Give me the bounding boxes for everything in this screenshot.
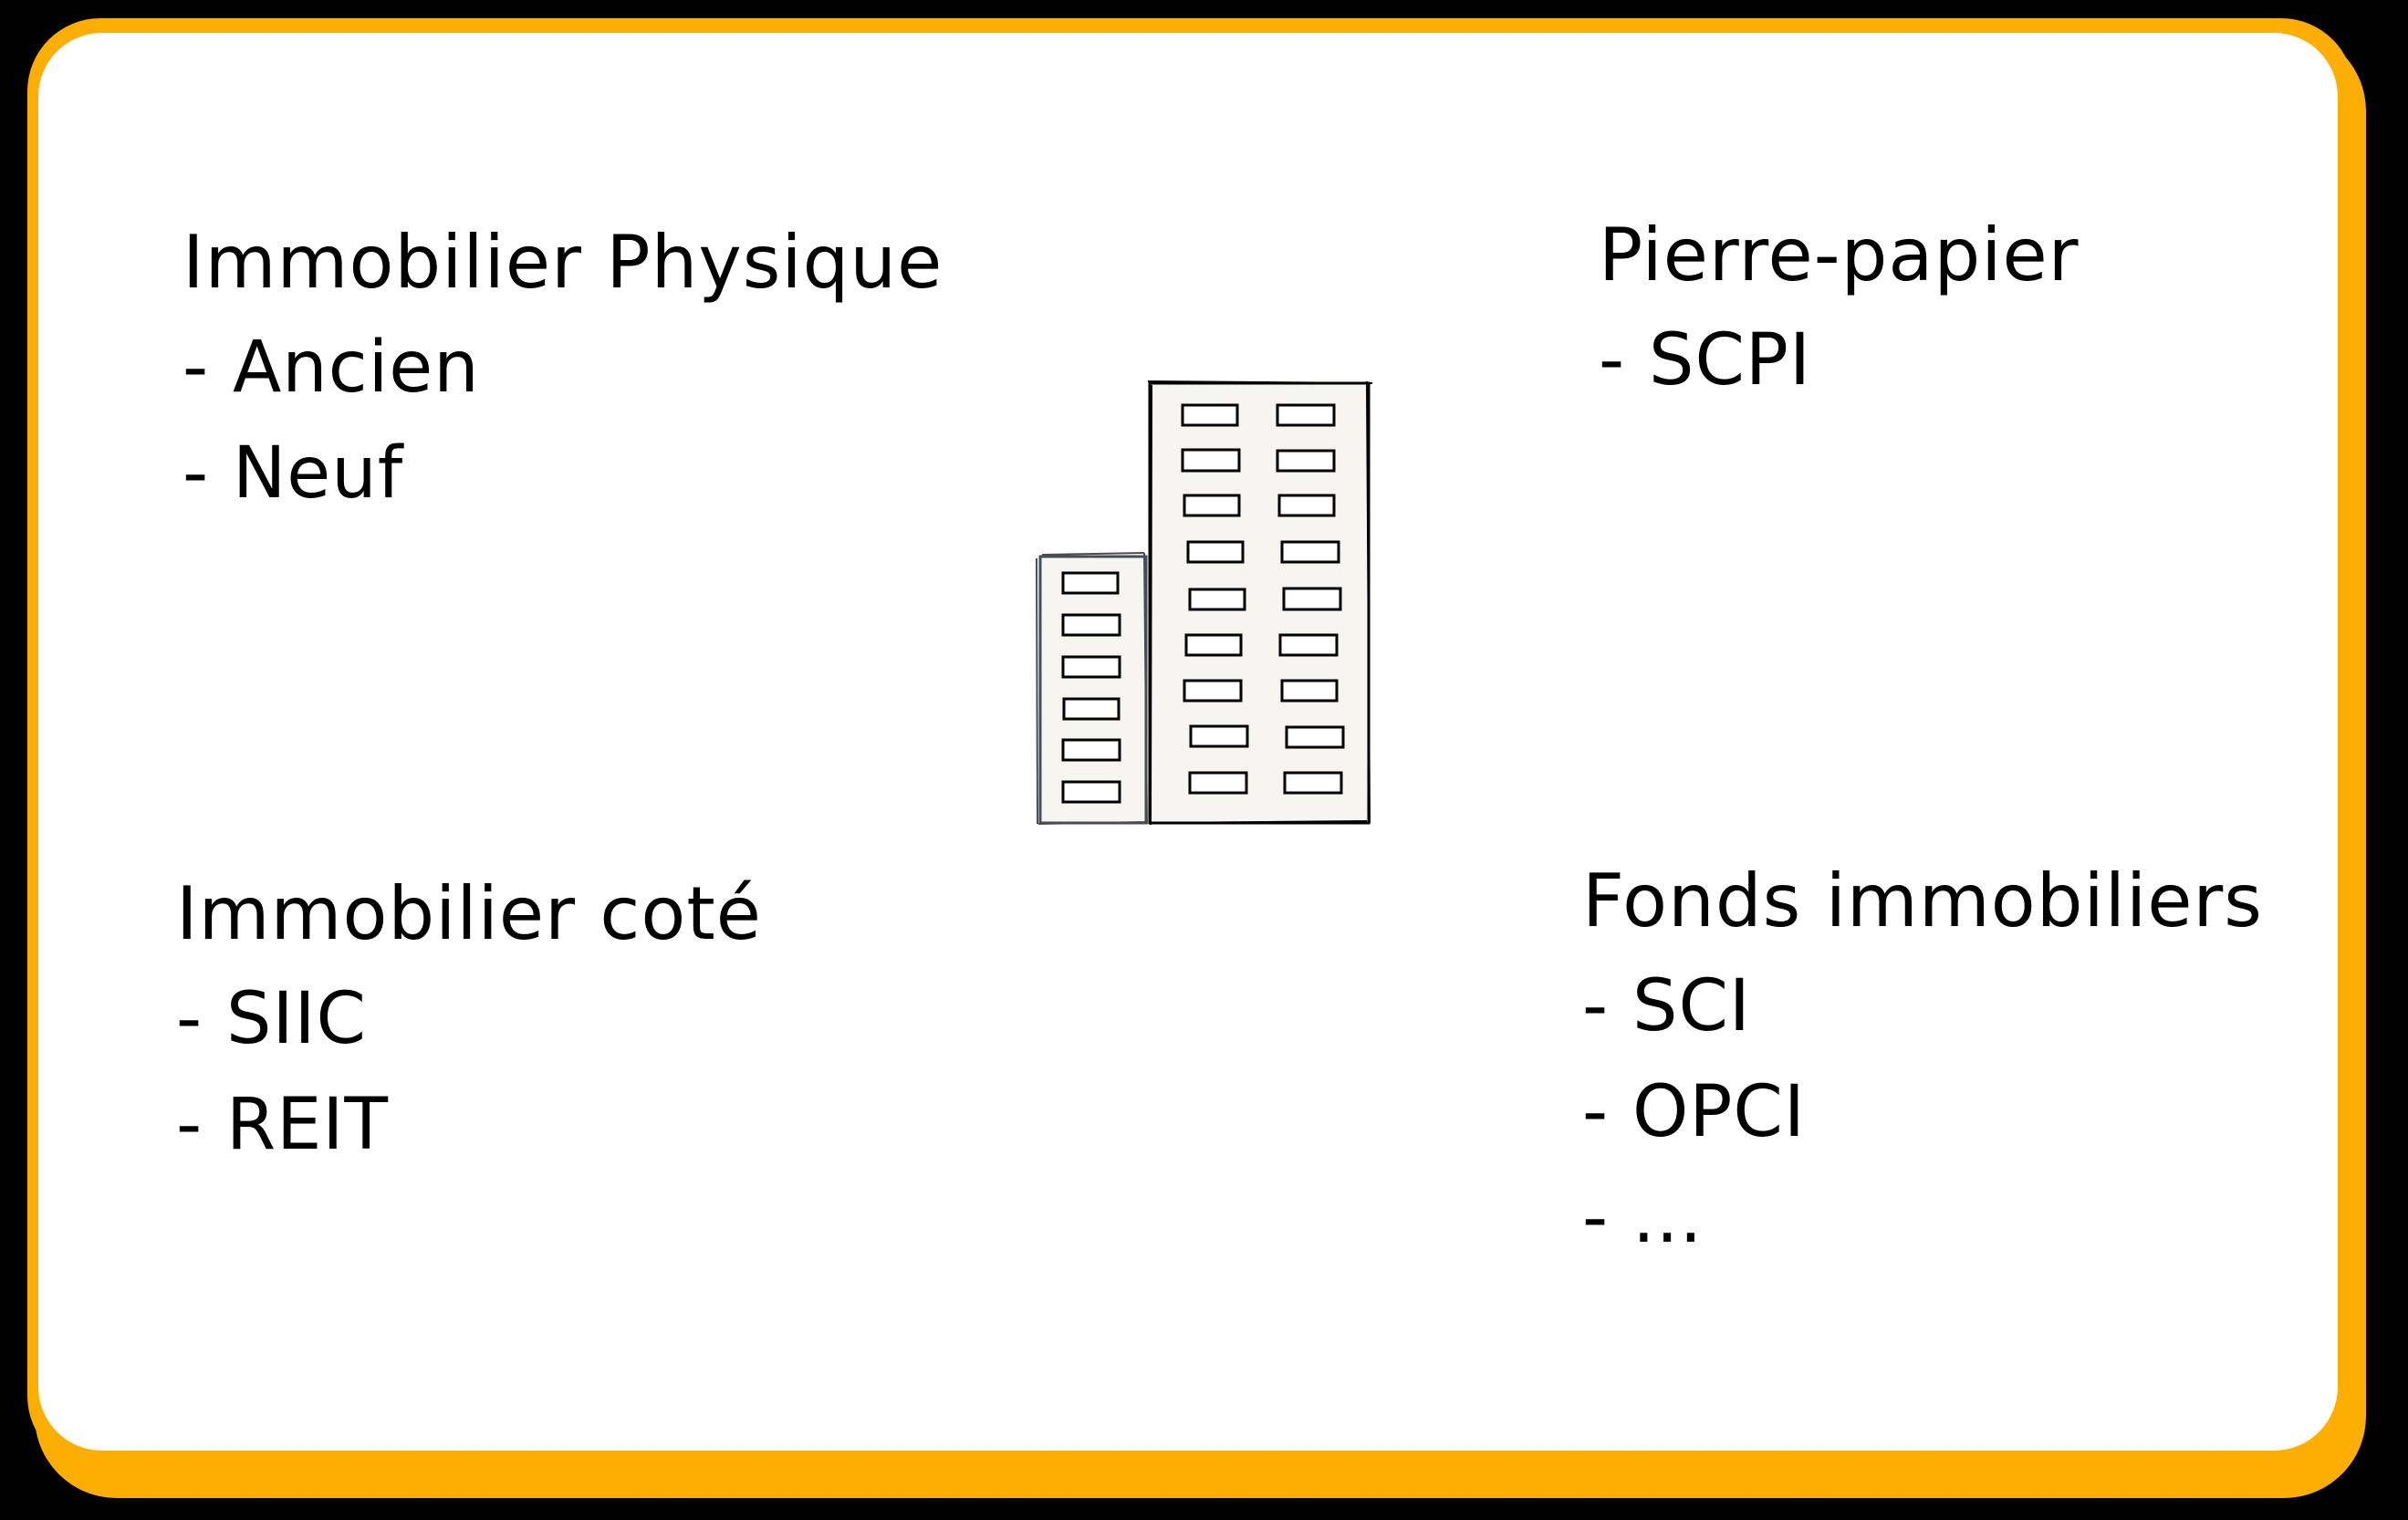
category-item: - Ancien [182,327,480,409]
category-item: - REIT [176,1084,390,1166]
category-item: - OPCI [1582,1071,1806,1153]
office-building-icon [1036,380,1373,826]
short-tower-windows [1061,571,1121,804]
tall-tower-windows [1181,403,1345,795]
category-item: - Neuf [182,432,404,515]
category-item: - SCI [1582,965,1751,1047]
category-item: - ... [1582,1177,1704,1259]
category-fonds-immobiliers: Fonds immobiliers - SCI - OPCI - ... [1582,865,2263,1288]
category-title: Pierre-papier [1599,213,2080,297]
category-item: - SIIC [176,978,367,1060]
category-immobilier-physique: Immobilier Physique - Ancien - Neuf [182,226,943,544]
short-tower [1036,552,1148,825]
category-title: Immobilier Physique [182,220,943,305]
category-title: Immobilier coté [176,871,762,956]
category-item: - SCPI [1599,319,1811,401]
category-pierre-papier: Pierre-papier - SCPI [1599,219,2080,431]
category-immobilier-cote: Immobilier coté - SIIC - REIT [176,878,762,1195]
category-title: Fonds immobiliers [1582,859,2263,943]
